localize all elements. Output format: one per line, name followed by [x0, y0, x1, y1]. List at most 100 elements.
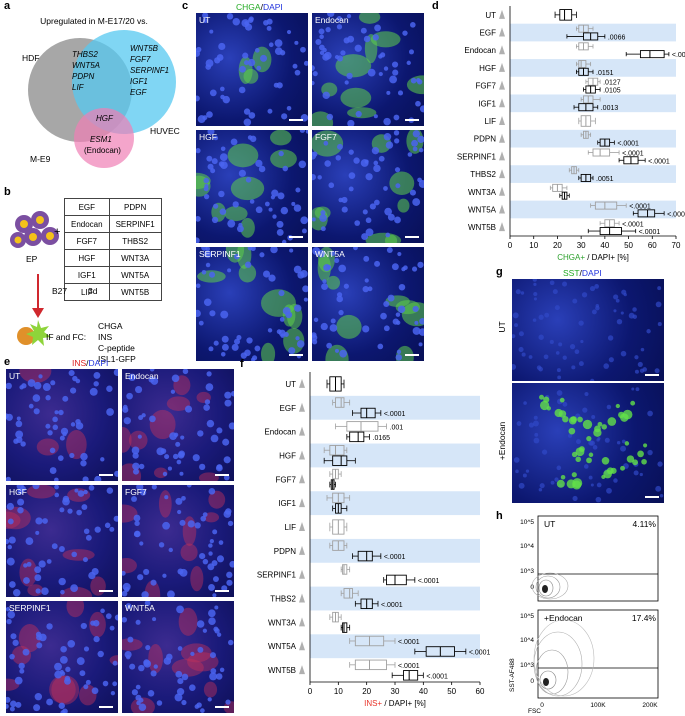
image-label: SERPINF1	[199, 249, 241, 259]
c-image-fgf7: FGF7	[312, 130, 424, 243]
stain-marker: SST	[563, 268, 580, 278]
plus-sign: +	[54, 226, 61, 238]
e-image-serpinf1: SERPINF1	[6, 601, 118, 713]
distribution-glyph	[299, 617, 305, 627]
box-wnt5b-dark	[587, 227, 637, 236]
c-image-serpinf1: SERPINF1	[196, 247, 308, 361]
sst-ut-label: UT	[497, 321, 507, 333]
box-endocan-light	[335, 421, 387, 432]
category-label: WNT3A	[468, 188, 497, 197]
gene-esm1-alias: (Endocan)	[84, 146, 121, 155]
cell-burst-icon	[17, 320, 51, 346]
contour-cluster-ut	[531, 572, 569, 600]
box-wnt5b-dark	[391, 670, 424, 681]
scale-bar	[289, 354, 303, 356]
box-pdpn-dark	[352, 550, 382, 562]
flow-ut-label: UT	[544, 519, 555, 529]
scale-bar	[289, 236, 303, 238]
category-label: HGF	[479, 64, 496, 73]
distribution-glyph	[299, 545, 305, 555]
p-value-label: <.0001	[667, 211, 685, 218]
highlight-band	[510, 59, 676, 77]
box-thbs2-light	[340, 588, 359, 599]
p-value-label: .0151	[596, 70, 614, 77]
stain-dapi: DAPI	[581, 268, 602, 278]
ytick: 10^5	[520, 519, 534, 526]
p-value-label: <.0001	[381, 602, 403, 609]
box-egf-dark	[566, 32, 606, 41]
panel-label-a: a	[4, 0, 11, 12]
box-pdpn-light	[580, 130, 592, 139]
readout-item: C-peptide	[98, 343, 135, 353]
flow-xlabel: FSC	[528, 708, 541, 715]
x-tick-label: 0	[508, 241, 513, 250]
box-serpinf1-light	[340, 564, 351, 575]
p-value-label: <.0001	[398, 663, 420, 670]
gene-egf: EGF	[130, 88, 148, 97]
distribution-glyph	[299, 569, 305, 579]
p-value-label: .0105	[603, 88, 621, 95]
box-thbs2-light	[568, 166, 580, 175]
xtick: 0	[540, 702, 544, 709]
xtick: 100K	[590, 702, 606, 709]
image-label: SERPINF1	[9, 603, 51, 613]
image-label: HGF	[9, 487, 27, 497]
x-tick-label: 30	[577, 241, 586, 250]
box-serpinf1-dark	[618, 156, 646, 165]
image-label: WNT5A	[125, 603, 155, 613]
venn-circle-me9	[74, 108, 134, 168]
distribution-glyph	[299, 450, 305, 460]
panel-label-b: b	[4, 186, 11, 198]
stain-separator: /	[579, 268, 582, 278]
image-label: FGF7	[315, 132, 337, 142]
scale-bar	[215, 474, 229, 476]
category-label: WNT3A	[268, 618, 297, 627]
category-label: WNT5B	[468, 223, 496, 232]
box-ut-dark	[554, 9, 577, 21]
stain-dapi: DAPI	[262, 2, 283, 12]
x-tick-label: 20	[553, 241, 562, 250]
scale-bar	[405, 119, 419, 121]
c-image-ut: UT	[196, 13, 308, 126]
category-label: THBS2	[270, 595, 296, 604]
x-axis-label: CHGA+ / DAPI+ [%]	[557, 253, 629, 262]
image-label: Endocan	[315, 15, 349, 25]
c-image-hgf: HGF	[196, 130, 308, 243]
highlight-band	[310, 443, 480, 468]
distribution-glyph	[499, 151, 505, 161]
distribution-glyph	[499, 204, 505, 214]
distribution-glyph	[499, 222, 505, 232]
scale-bar	[405, 354, 419, 356]
gene-wnt5a: WNT5A	[72, 61, 100, 70]
distribution-glyph	[299, 378, 305, 388]
distribution-glyph	[299, 522, 305, 531]
p-value-label: <.0001	[617, 141, 639, 148]
distribution-glyph	[499, 133, 505, 143]
category-label: IGF1	[478, 99, 496, 108]
distribution-glyph	[299, 474, 305, 484]
box-wnt5a-light	[590, 201, 627, 210]
panel-e-stain-title: INS/DAPI	[72, 358, 108, 368]
distribution-glyph	[499, 80, 505, 90]
ins-boxplot: UTEGF<.0001Endocan.001.0165HGFFGF7IGF1LI…	[257, 372, 490, 708]
highlight-band	[510, 165, 676, 183]
distribution-glyph	[499, 9, 505, 19]
x-tick-label: 20	[362, 687, 371, 696]
e-image-ut: UT	[6, 369, 118, 481]
x-tick-label: 40	[419, 687, 428, 696]
readout-item: ISL1-GFP	[98, 354, 136, 364]
distribution-glyph	[299, 593, 305, 603]
distribution-glyph	[499, 45, 505, 55]
gene-hgf: HGF	[96, 114, 114, 123]
venn-set-hdf: HDF	[22, 53, 39, 63]
category-label: SERPINF1	[457, 152, 497, 161]
category-label: WNT5A	[468, 205, 497, 214]
p-value-label: <.0001	[384, 554, 406, 561]
xtick: 200K	[642, 702, 658, 709]
contour-cluster-endocan	[533, 619, 595, 697]
p-value-label: <.0001	[418, 578, 440, 585]
p-value-label: <.0001	[622, 221, 644, 228]
